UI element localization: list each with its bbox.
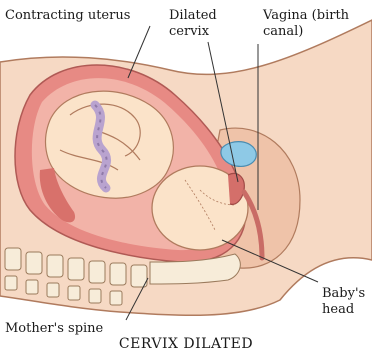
vertebra (5, 276, 17, 290)
label-vagina-line1: Vagina (birth (263, 8, 349, 23)
vertebra (68, 286, 80, 300)
vertebra (68, 258, 84, 280)
vertebra (89, 289, 101, 303)
label-vagina-line2: canal) (263, 24, 303, 39)
label-babys-head-line1: Baby's (322, 286, 365, 301)
vertebra (26, 252, 42, 274)
vertebra (110, 291, 122, 305)
label-babys-head-line2: head (322, 302, 354, 317)
vertebra (110, 263, 126, 285)
vertebra (89, 261, 105, 283)
vertebra (47, 283, 59, 297)
vertebra (5, 248, 21, 270)
caption: CERVIX DILATED (0, 336, 372, 352)
label-mothers-spine: Mother's spine (5, 321, 103, 336)
vertebra (47, 255, 63, 277)
label-dilated-cervix-line1: Dilated (169, 8, 217, 23)
vertebra (26, 280, 38, 294)
label-dilated-cervix-line2: cervix (169, 24, 209, 39)
label-contracting-uterus: Contracting uterus (5, 8, 130, 23)
